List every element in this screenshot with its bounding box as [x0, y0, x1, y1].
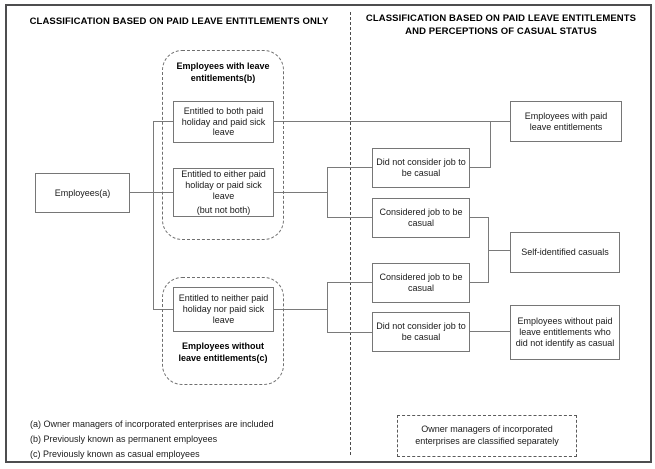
- box-entitled-neither-label: Entitled to neither paid holiday nor pai…: [178, 293, 269, 325]
- connector-both-to-with-paid-leave: [274, 121, 510, 122]
- group-employees-with-leave-entitlements: [162, 50, 284, 240]
- connector-considered-1-out: [470, 217, 489, 218]
- footnote-a: (a) Owner managers of incorporated enter…: [30, 419, 274, 429]
- box-self-identified-casuals: Self-identified casuals: [510, 232, 620, 273]
- footnotes: (a) Owner managers of incorporated enter…: [30, 417, 274, 462]
- bracket-neither-vertical: [327, 282, 328, 333]
- box-entitled-either-label: Entitled to either paid holiday or paid …: [181, 169, 266, 201]
- connector-didnot-top-out: [470, 167, 491, 168]
- connector-bracket-to-considered-2: [327, 282, 372, 283]
- box-did-not-consider-top: Did not consider job to be casual: [372, 148, 470, 188]
- box-entitled-both: Entitled to both paid holiday and paid s…: [173, 101, 274, 143]
- connector-considered-2-out: [470, 282, 489, 283]
- right-column-heading: CLASSIFICATION BASED ON PAID LEAVE ENTIT…: [365, 13, 637, 37]
- box-employees-label: Employees(a): [54, 187, 111, 198]
- note-box-owner-managers-label: Owner managers of incorporated enterpris…: [415, 424, 559, 446]
- note-box-owner-managers: Owner managers of incorporated enterpris…: [397, 415, 577, 457]
- box-entitled-either: Entitled to either paid holiday or paid …: [173, 168, 274, 217]
- connector-bracket-to-didnot-bottom: [327, 332, 372, 333]
- connector-bracket-to-didnot-top: [327, 167, 372, 168]
- box-considered-1: Considered job to be casual: [372, 198, 470, 238]
- connector-employees-to-either: [130, 192, 173, 193]
- group-without-title: Employees without leave entitlements(c): [178, 341, 268, 364]
- box-did-not-consider-bottom: Did not consider job to be casual: [372, 312, 470, 352]
- box-employees-without-paid-leave-label: Employees without paid leave entitlement…: [515, 316, 615, 348]
- box-self-identified-casuals-label: Self-identified casuals: [521, 247, 609, 258]
- group-with-title: Employees with leave entitlements(b): [176, 61, 270, 84]
- box-employees-with-paid-leave-label: Employees with paid leave entitlements: [524, 110, 608, 132]
- connector-left-spine: [153, 121, 154, 310]
- box-considered-1-label: Considered job to be casual: [379, 207, 463, 228]
- box-did-not-consider-top-label: Did not consider job to be casual: [376, 157, 466, 178]
- connector-spine-to-neither: [153, 309, 173, 310]
- connector-spine-to-both: [153, 121, 173, 122]
- box-entitled-both-label: Entitled to both paid holiday and paid s…: [181, 105, 266, 138]
- box-entitled-neither: Entitled to neither paid holiday nor pai…: [173, 287, 274, 332]
- footnote-b: (b) Previously known as permanent employ…: [30, 434, 218, 444]
- connector-didnot-bottom-to-without: [470, 331, 510, 332]
- column-divider-dashed-line: [350, 12, 351, 455]
- connector-either-to-bracket: [273, 192, 327, 193]
- box-employees: Employees(a): [35, 173, 130, 213]
- footnote-c: (c) Previously known as casual employees: [30, 449, 200, 459]
- connector-to-self-identified: [488, 250, 510, 251]
- box-entitled-either-note: (but not both): [196, 204, 251, 215]
- box-considered-2-label: Considered job to be casual: [379, 272, 463, 293]
- connector-bracket-to-considered-1: [327, 217, 372, 218]
- connector-neither-to-bracket: [273, 309, 327, 310]
- connector-didnot-top-up: [490, 121, 491, 168]
- left-column-heading: CLASSIFICATION BASED ON PAID LEAVE ENTIT…: [29, 16, 329, 27]
- box-employees-with-paid-leave: Employees with paid leave entitlements: [510, 101, 622, 142]
- bracket-either-vertical: [327, 167, 328, 218]
- box-considered-2: Considered job to be casual: [372, 263, 470, 303]
- group-employees-without-leave-entitlements: [162, 277, 284, 385]
- box-did-not-consider-bottom-label: Did not consider job to be casual: [376, 321, 466, 342]
- box-employees-without-paid-leave: Employees without paid leave entitlement…: [510, 305, 620, 360]
